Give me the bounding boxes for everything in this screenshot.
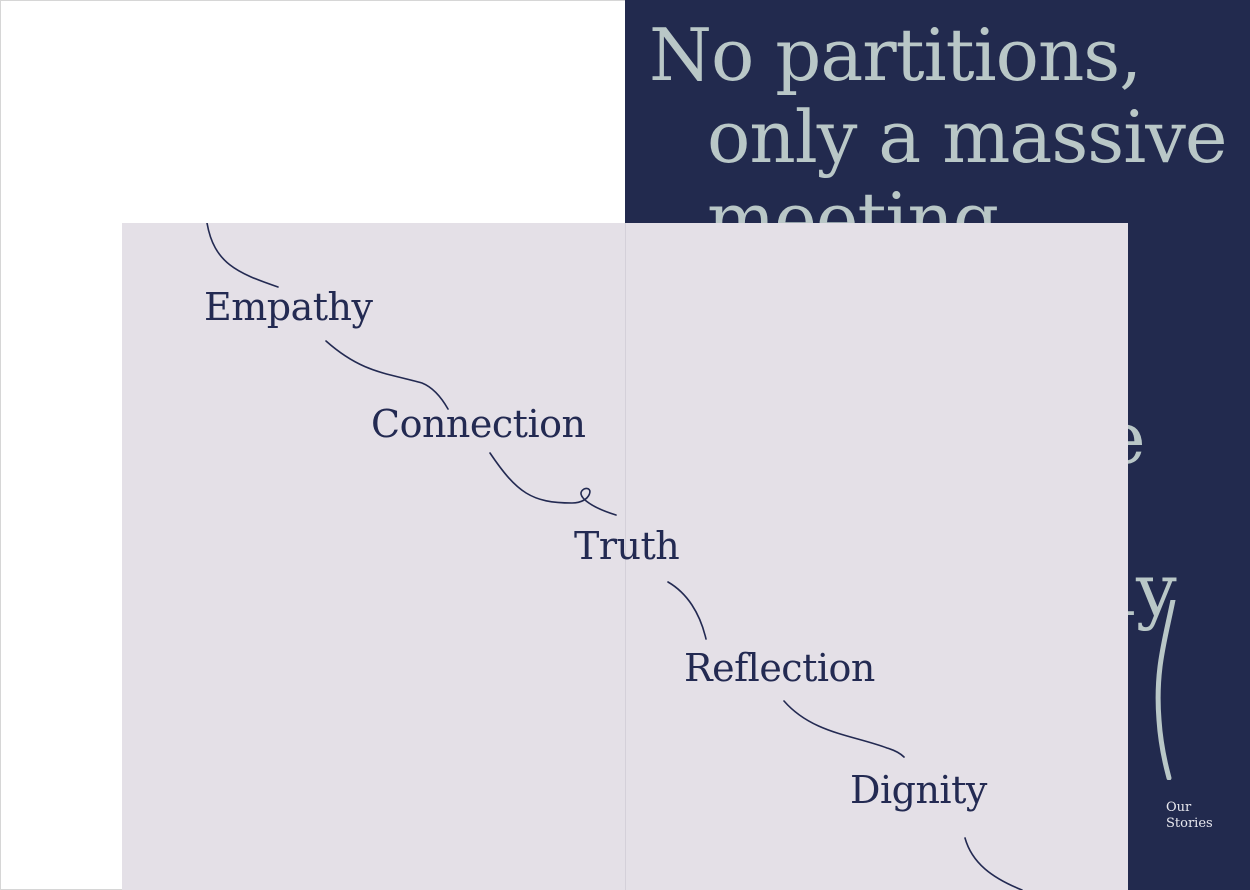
word-truth: Truth [574, 524, 680, 568]
center-fold [625, 223, 626, 890]
headline-line-1: No partitions, [649, 13, 1142, 97]
curve-top [206, 223, 279, 288]
descender-stroke [1155, 600, 1176, 780]
word-connection: Connection [371, 402, 586, 446]
our-stories-line-1: Our [1166, 800, 1192, 815]
headline-line-2: only a massive [707, 95, 1228, 179]
word-reflection: Reflection [684, 646, 875, 690]
connecting-curves [206, 223, 1023, 890]
our-stories-link[interactable]: Our Stories [1166, 800, 1236, 832]
curve-bottom [964, 837, 1023, 890]
curve-connection-truth [489, 452, 617, 516]
word-dignity: Dignity [850, 768, 987, 812]
our-stories-line-2: Stories [1166, 816, 1213, 831]
curve-truth-reflection [667, 581, 707, 640]
curve-empathy-connection [325, 340, 449, 410]
word-empathy: Empathy [204, 285, 373, 329]
values-card: Empathy Connection Truth Reflection Dign… [122, 223, 1128, 890]
curve-reflection-dignity [783, 700, 905, 758]
